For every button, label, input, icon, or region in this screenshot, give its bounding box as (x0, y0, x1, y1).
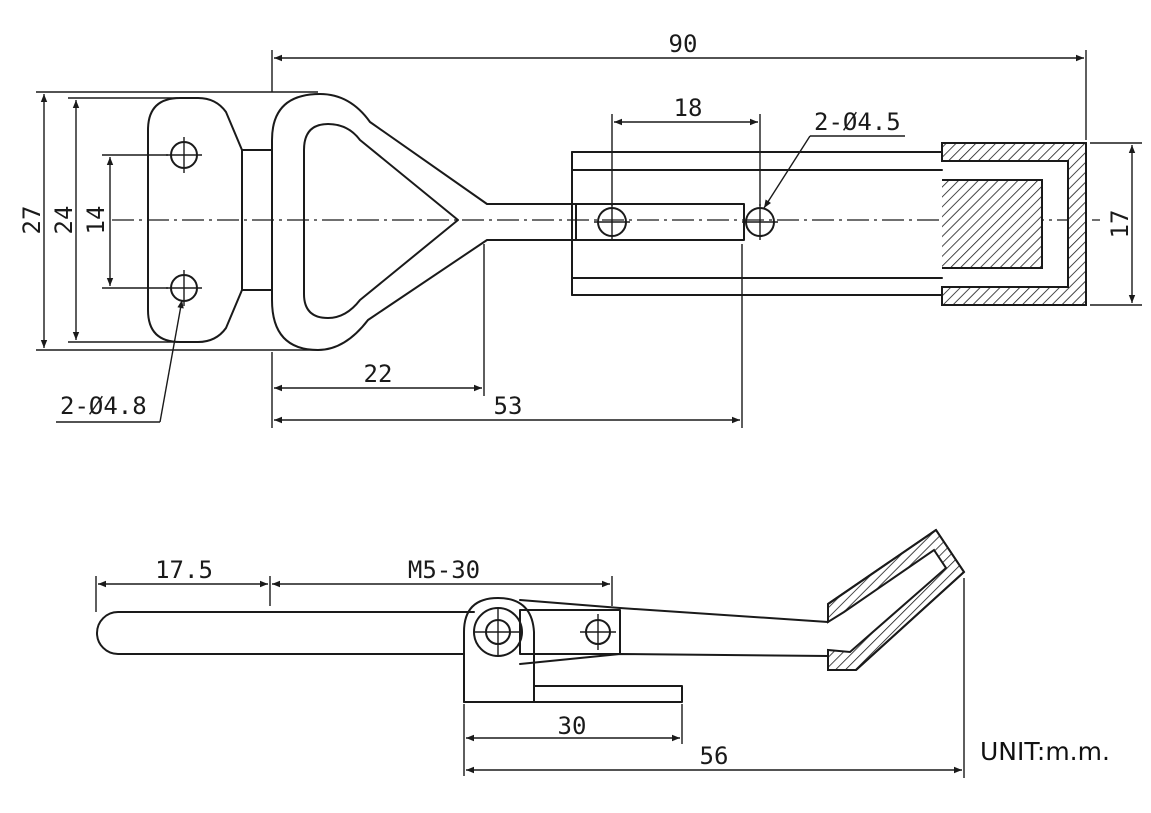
dim-mount-hole-label: 2-Ø4.8 (60, 392, 147, 420)
pivot-bracket (463, 597, 535, 703)
lever-link (519, 609, 621, 655)
mounting-plate (147, 97, 243, 343)
wire-loop-inner (303, 123, 459, 319)
pivot-hole (473, 607, 523, 657)
mount-hole-upper (166, 137, 202, 173)
dim-90-label: 90 (669, 30, 698, 58)
dim-18-label: 18 (674, 94, 703, 122)
side-base-plate (463, 685, 683, 703)
bar-hole-left (594, 204, 630, 240)
lever-hole (580, 614, 616, 650)
side-hook-outline (827, 529, 965, 671)
dim-30: 30 (463, 704, 683, 776)
dim-17-5: 17.5 (95, 556, 271, 612)
dim-m5-30: M5-30 (272, 556, 613, 606)
dim-14: 14 (82, 154, 168, 289)
dim-27: 27 (18, 91, 318, 351)
hook-section-hatched (941, 142, 1087, 306)
dim-17: 17 (1090, 142, 1142, 306)
dim-53: 53 (274, 244, 743, 428)
dim-24-label: 24 (50, 206, 78, 235)
dim-17-5-label: 17.5 (155, 556, 213, 584)
dim-18: 18 (611, 94, 761, 206)
dim-53-label: 53 (494, 392, 523, 420)
dim-22: 22 (271, 244, 485, 428)
side-handle (96, 611, 475, 655)
dim-90: 90 (271, 30, 1087, 140)
dim-24: 24 (50, 97, 178, 343)
side-view: 17.5 M5-30 30 56 (95, 528, 966, 778)
dim-56: 56 (466, 578, 965, 778)
dim-14-label: 14 (82, 206, 110, 235)
hook-section-outline (941, 142, 1087, 306)
dim-27-label: 27 (18, 206, 46, 235)
leader-mount-hole: 2-Ø4.8 (56, 299, 184, 423)
leader-hook-hole: 2-Ø4.5 (763, 108, 905, 209)
dim-m5-30-label: M5-30 (408, 556, 480, 584)
bar-hole-right (742, 204, 778, 240)
dim-56-label: 56 (700, 742, 729, 770)
dim-22-label: 22 (364, 360, 393, 388)
dim-30-label: 30 (558, 712, 587, 740)
dim-17-label: 17 (1106, 210, 1134, 239)
unit-label: UNIT:m.m. (980, 737, 1110, 766)
mount-hole-lower (166, 270, 202, 306)
side-hook-hatched (827, 528, 966, 671)
wire-loop-outer (271, 93, 577, 351)
dim-hook-hole-label: 2-Ø4.5 (814, 108, 901, 136)
top-view: 90 18 2-Ø4.5 17 27 (18, 30, 1142, 428)
